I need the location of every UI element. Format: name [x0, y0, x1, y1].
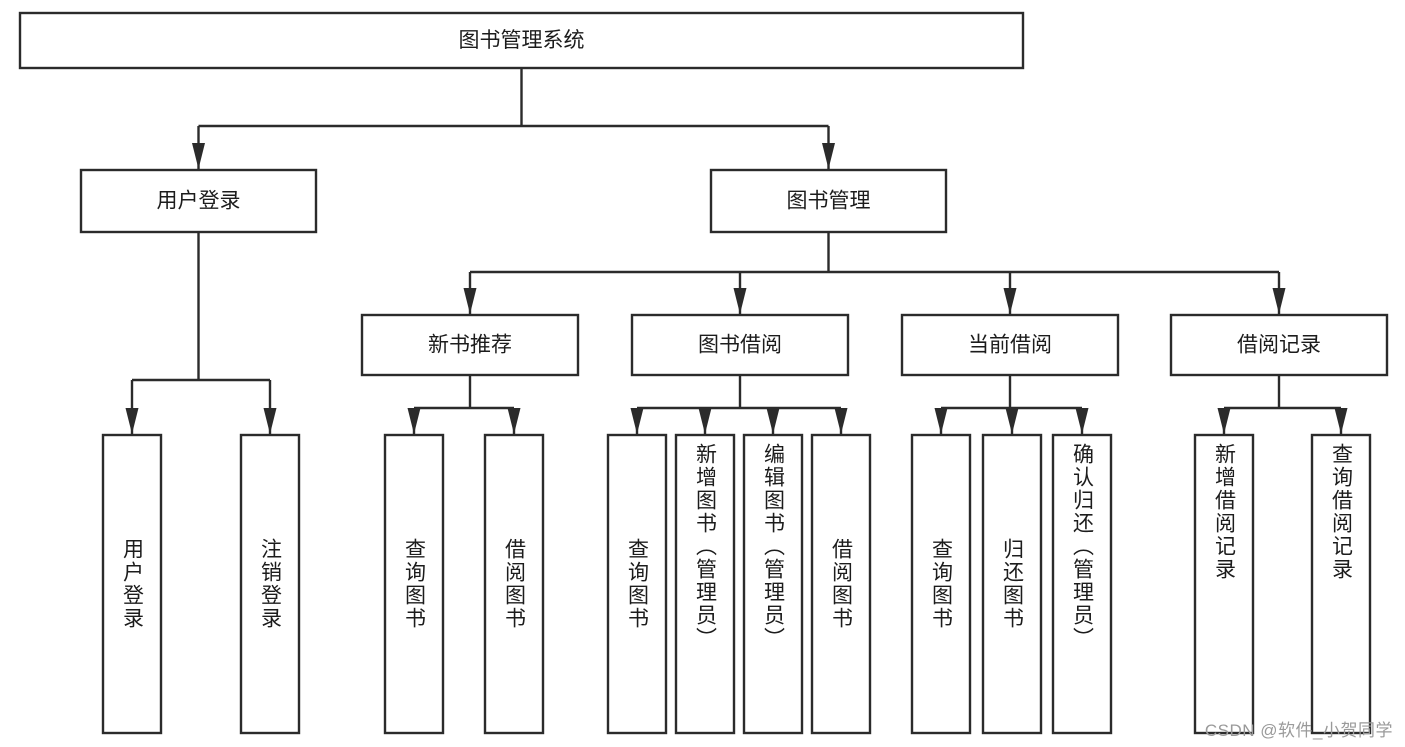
branch-current-borrow	[934, 375, 1089, 434]
node-label: 新书推荐	[428, 334, 512, 357]
node-leaf-rec-query-book[interactable]	[383, 433, 445, 735]
node-leaf-user-logout[interactable]	[239, 433, 301, 735]
node-label: 图书管理	[787, 190, 871, 213]
node-leaf-cur-query-book[interactable]	[910, 433, 972, 735]
node-leaf-rec-add-record[interactable]	[1193, 433, 1255, 735]
node-label: 图书管理系统	[459, 29, 585, 52]
node-box[interactable]	[383, 433, 445, 735]
node-root[interactable]: 图书管理系统	[18, 11, 1025, 70]
arrow-head	[1003, 288, 1017, 314]
node-current-borrow[interactable]: 当前借阅	[900, 313, 1120, 377]
node-box[interactable]	[79, 168, 318, 234]
node-label: 借阅记录	[1237, 334, 1321, 357]
arrow-head	[192, 143, 205, 169]
node-box[interactable]	[483, 433, 545, 735]
arrow-head	[822, 143, 835, 169]
node-leaf-brw-add-book[interactable]	[674, 433, 736, 735]
node-leaf-brw-borrow-book[interactable]	[810, 433, 872, 735]
node-box[interactable]	[810, 433, 872, 735]
node-leaf-cur-confirm[interactable]	[1051, 433, 1113, 735]
branch-book-manage	[463, 232, 1286, 314]
node-box[interactable]	[742, 433, 804, 735]
arrow-head	[630, 408, 644, 434]
branch-book-borrow	[630, 375, 848, 434]
node-leaf-cur-return-book[interactable]	[981, 433, 1043, 735]
branch-root	[192, 68, 835, 169]
node-label: 图书借阅	[698, 334, 782, 357]
node-label: 当前借阅	[968, 334, 1052, 357]
node-box[interactable]	[1169, 313, 1389, 377]
arrow-head	[1217, 408, 1231, 434]
node-borrow-record[interactable]: 借阅记录	[1169, 313, 1389, 377]
node-box[interactable]	[981, 433, 1043, 735]
node-box[interactable]	[910, 433, 972, 735]
node-leaf-brw-query-book[interactable]	[606, 433, 668, 735]
watermark-text: CSDN @软件_小贺同学	[1204, 721, 1393, 740]
branch-new-book-rec	[407, 375, 521, 434]
arrow-head	[1272, 288, 1286, 314]
node-box[interactable]	[360, 313, 580, 377]
arrow-head	[1005, 408, 1019, 434]
arrow-head	[1334, 408, 1348, 434]
arrow-head	[834, 408, 848, 434]
node-box[interactable]	[900, 313, 1120, 377]
arrow-head	[733, 288, 747, 314]
node-box[interactable]	[18, 11, 1025, 70]
node-box[interactable]	[239, 433, 301, 735]
node-box[interactable]	[1193, 433, 1255, 735]
node-user-login[interactable]: 用户登录	[79, 168, 318, 234]
arrow-head	[263, 408, 277, 434]
node-leaf-user-login[interactable]	[101, 433, 163, 735]
node-box[interactable]	[1310, 433, 1372, 735]
arrow-head	[407, 408, 421, 434]
arrow-head	[507, 408, 521, 434]
node-book-manage[interactable]: 图书管理	[709, 168, 948, 234]
node-box[interactable]	[674, 433, 736, 735]
arrow-head	[698, 408, 712, 434]
arrow-head	[934, 408, 948, 434]
node-box[interactable]	[630, 313, 850, 377]
node-box[interactable]	[101, 433, 163, 735]
node-box[interactable]	[709, 168, 948, 234]
node-book-borrow[interactable]: 图书借阅	[630, 313, 850, 377]
node-new-book-rec[interactable]: 新书推荐	[360, 313, 580, 377]
arrow-head	[463, 288, 477, 314]
arrow-head	[1075, 408, 1089, 434]
arrow-head	[125, 408, 139, 434]
node-leaf-rec-query-record[interactable]	[1310, 433, 1372, 735]
arrow-head	[766, 408, 780, 434]
node-label: 用户登录	[157, 190, 241, 213]
branch-borrow-record	[1217, 375, 1348, 434]
connector-lines	[125, 68, 1348, 434]
node-box[interactable]	[1051, 433, 1113, 735]
branch-user-login	[125, 232, 277, 434]
node-box[interactable]	[606, 433, 668, 735]
node-leaf-rec-borrow-book[interactable]	[483, 433, 545, 735]
node-leaf-brw-edit-book[interactable]	[742, 433, 804, 735]
